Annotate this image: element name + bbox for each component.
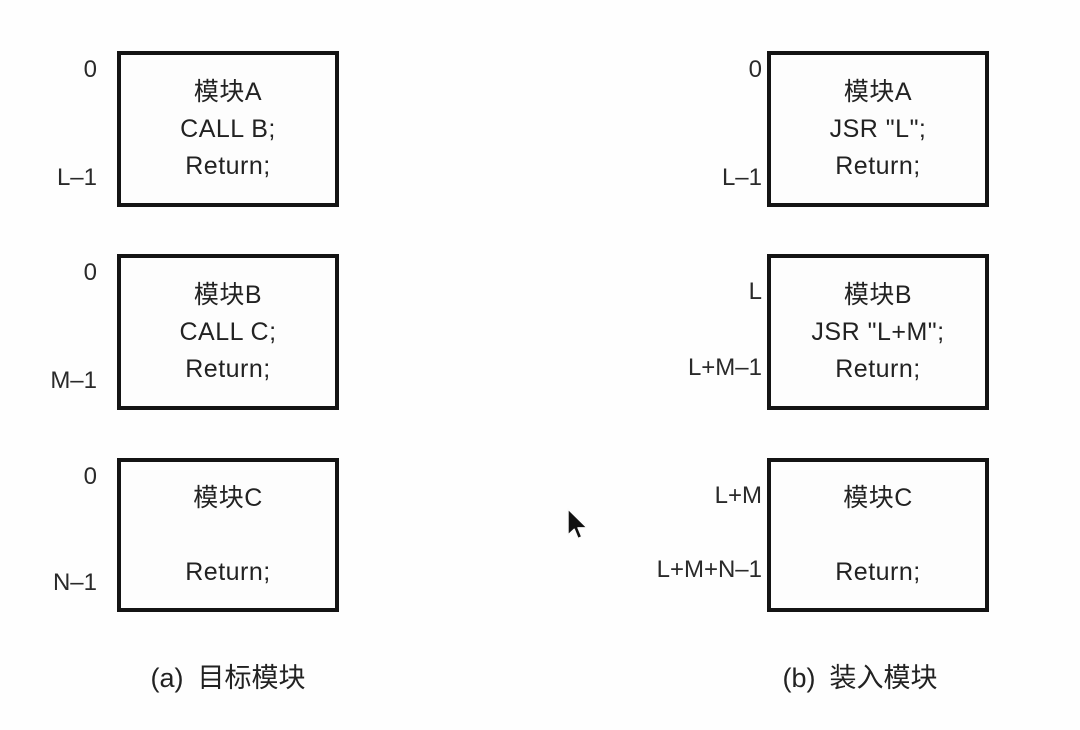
object-module-a-row: 0 L–1 模块A CALL B; Return;: [30, 51, 339, 207]
module-return-line: Return;: [185, 151, 271, 180]
start-address-label: L: [748, 278, 762, 305]
caption-index: (b): [782, 663, 816, 693]
address-labels: 0 L–1: [645, 51, 762, 207]
object-module-c-row: 0 N–1 模块C Return;: [30, 458, 339, 612]
module-code-line: CALL B;: [180, 114, 276, 143]
module-code-line: JSR "L+M";: [811, 317, 945, 346]
address-labels: 0 M–1: [30, 254, 97, 410]
module-code-line: CALL C;: [179, 317, 277, 346]
end-address-label: L+M+N–1: [656, 556, 762, 583]
end-address-label: L–1: [56, 164, 97, 191]
mouse-cursor-icon: [567, 508, 588, 540]
caption-load-modules: (b) 装入模块: [749, 656, 971, 695]
load-module-a-box: 模块A JSR "L"; Return;: [767, 51, 989, 207]
module-return-line: Return;: [835, 151, 921, 180]
module-code-line: JSR "L";: [829, 114, 927, 143]
address-labels: 0 L–1: [30, 51, 97, 207]
module-return-line: Return;: [835, 354, 921, 383]
load-module-c-row: L+M L+M+N–1 模块C Return;: [645, 458, 989, 612]
module-title: 模块C: [193, 483, 263, 512]
object-module-b-row: 0 M–1 模块B CALL C; Return;: [30, 254, 339, 410]
module-title: 模块A: [193, 77, 263, 106]
caption-index: (a): [150, 663, 184, 693]
end-address-label: N–1: [52, 569, 97, 596]
end-address-label: L–1: [721, 164, 762, 191]
start-address-label: 0: [748, 56, 762, 83]
module-title: 模块C: [843, 483, 913, 512]
start-address-label: L+M: [714, 482, 762, 509]
load-module-b-box: 模块B JSR "L+M"; Return;: [767, 254, 989, 410]
load-module-c-box: 模块C Return;: [767, 458, 989, 612]
module-title: 模块B: [193, 280, 263, 309]
load-module-a-row: 0 L–1 模块A JSR "L"; Return;: [645, 51, 989, 207]
address-labels: 0 N–1: [30, 458, 97, 612]
start-address-label: 0: [83, 463, 97, 490]
object-module-b-box: 模块B CALL C; Return;: [117, 254, 339, 410]
caption-object-modules: (a) 目标模块: [117, 656, 339, 695]
module-title: 模块B: [843, 280, 913, 309]
module-title: 模块A: [843, 77, 913, 106]
module-return-line: Return;: [835, 557, 921, 586]
module-return-line: Return;: [185, 557, 271, 586]
start-address-label: 0: [83, 259, 97, 286]
end-address-label: L+M–1: [687, 354, 762, 381]
end-address-label: M–1: [50, 367, 97, 394]
load-module-b-row: L L+M–1 模块B JSR "L+M"; Return;: [645, 254, 989, 410]
module-return-line: Return;: [185, 354, 271, 383]
start-address-label: 0: [83, 56, 97, 83]
address-labels: L L+M–1: [645, 254, 762, 410]
address-labels: L+M L+M+N–1: [645, 458, 762, 612]
caption-label: 目标模块: [197, 663, 306, 693]
caption-label: 装入模块: [829, 663, 938, 693]
object-module-a-box: 模块A CALL B; Return;: [117, 51, 339, 207]
object-module-c-box: 模块C Return;: [117, 458, 339, 612]
